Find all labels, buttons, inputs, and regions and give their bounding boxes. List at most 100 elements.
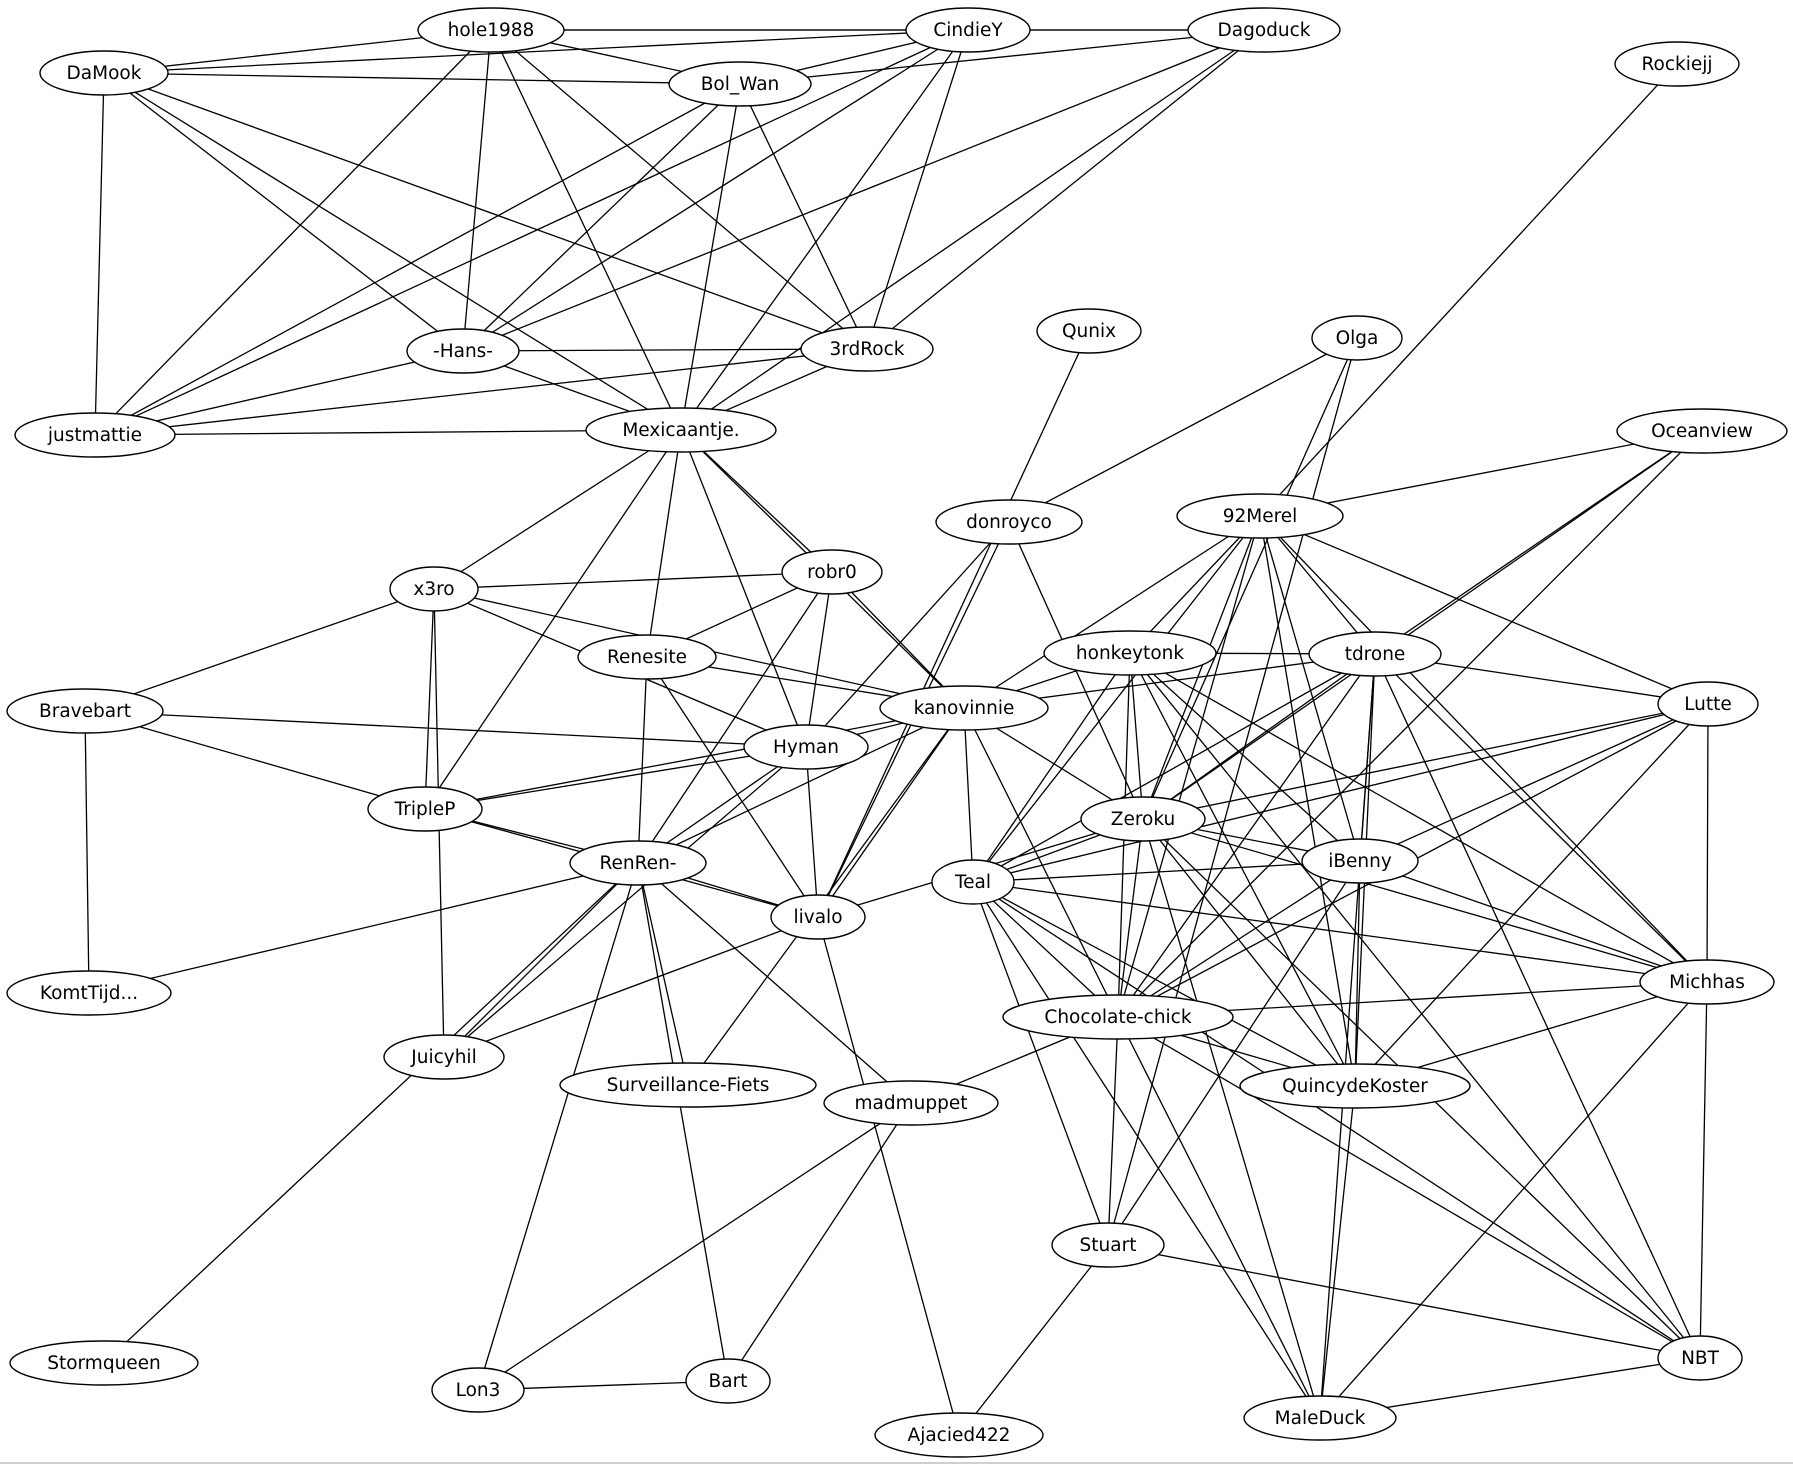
- node-michhas[interactable]: Michhas: [1639, 959, 1775, 1005]
- node-juicyhil[interactable]: Juicyhil: [383, 1034, 505, 1080]
- node-ellipse: [1002, 994, 1234, 1040]
- node-label: Zeroku: [1111, 809, 1175, 830]
- node-rockiejj[interactable]: Rockiejj: [1614, 41, 1740, 87]
- edge-zeroku-michhas: [1142, 818, 1708, 983]
- node-ellipse: [39, 50, 169, 96]
- node-ellipse: [743, 724, 869, 770]
- edge-cindiey-hans: [462, 29, 969, 352]
- edge-layer: [84, 29, 1709, 1436]
- node-honkeytonk[interactable]: honkeytonk: [1043, 630, 1217, 676]
- node-label: Dagoduck: [1218, 20, 1311, 41]
- edge-oceanview-zeroku: [1142, 430, 1703, 820]
- node-ellipse: [569, 840, 707, 886]
- node-robr0[interactable]: robr0: [781, 549, 883, 595]
- node-label: Surveillance-Fiets: [607, 1075, 770, 1096]
- edge-cindiey-damook: [103, 29, 969, 74]
- node-stuart[interactable]: Stuart: [1051, 1222, 1165, 1268]
- node-hyman[interactable]: Hyman: [743, 724, 869, 770]
- node-renren[interactable]: RenRen-: [569, 840, 707, 886]
- node-zeroku[interactable]: Zeroku: [1080, 796, 1206, 842]
- edge-mexicaantje-x3ro: [433, 429, 682, 590]
- node-hole1988[interactable]: hole1988: [417, 7, 565, 53]
- node-cindiey[interactable]: CindieY: [905, 7, 1031, 53]
- node-triplep[interactable]: TripleP: [367, 786, 483, 832]
- edge-hole1988-justmattie: [94, 29, 492, 436]
- edge-hyman-livalo: [805, 746, 819, 918]
- node-ellipse: [1036, 308, 1142, 354]
- node-qunix[interactable]: Qunix: [1036, 308, 1142, 354]
- edge-x3ro-triplep: [424, 588, 435, 810]
- node-label: Olga: [1336, 328, 1379, 349]
- node-bart[interactable]: Bart: [685, 1358, 771, 1404]
- edge-madmuppet-lon3: [477, 1102, 912, 1391]
- edge-michhas-maleduck: [1319, 981, 1708, 1419]
- node-surveillance-fiets[interactable]: Surveillance-Fiets: [559, 1062, 817, 1108]
- node-ellipse: [417, 7, 565, 53]
- edge-oceanview-92merel: [1259, 430, 1703, 517]
- node-label: CindieY: [933, 20, 1003, 41]
- node-ellipse: [14, 412, 176, 458]
- node-quincydekoster[interactable]: QuincydeKoster: [1239, 1063, 1471, 1109]
- edge-hyman-juicyhil: [443, 746, 807, 1058]
- edge-honkeytonk-michhas: [1129, 652, 1708, 983]
- edge-cindiey-3rdrock: [866, 29, 969, 350]
- node-lutte[interactable]: Lutte: [1657, 681, 1759, 727]
- edge-92merel-ibenny: [1259, 515, 1361, 862]
- edge-x3ro-bravebart: [84, 588, 435, 712]
- node-stormqueen[interactable]: Stormqueen: [9, 1340, 199, 1386]
- edge-tdrone-michhas: [1374, 653, 1708, 983]
- edge-zeroku-chocolate-chick: [1117, 818, 1144, 1018]
- node-ellipse: [1243, 1395, 1397, 1441]
- edge-dagoduck-3rdrock: [866, 29, 1265, 350]
- node-ajacied422[interactable]: Ajacied422: [874, 1412, 1044, 1458]
- node-ellipse: [823, 1080, 999, 1126]
- node-ibenny[interactable]: iBenny: [1301, 838, 1419, 884]
- node-hans[interactable]: -Hans-: [406, 328, 520, 374]
- node-renesite[interactable]: Renesite: [577, 634, 717, 680]
- node-chocolate-chick[interactable]: Chocolate-chick: [1002, 994, 1234, 1040]
- node-lon3[interactable]: Lon3: [431, 1367, 525, 1413]
- node-damook[interactable]: DaMook: [39, 50, 169, 96]
- edge-lutte-ibenny: [1359, 703, 1709, 862]
- node-donroyco[interactable]: donroyco: [935, 499, 1083, 545]
- edge-renren-surveillance-fiets: [637, 862, 689, 1086]
- edge-bravebart-komttijd: [84, 710, 90, 994]
- edge-bol-wan-hans: [462, 83, 741, 352]
- node-oceanview[interactable]: Oceanview: [1616, 408, 1788, 454]
- node-livalo[interactable]: livalo: [770, 894, 866, 940]
- node-tdrone[interactable]: tdrone: [1308, 631, 1442, 677]
- edge-bol-wan-3rdrock: [739, 83, 868, 350]
- edge-92merel-tdrone: [1259, 515, 1376, 655]
- node-kanovinnie[interactable]: kanovinnie: [879, 685, 1049, 731]
- node-ellipse: [781, 549, 883, 595]
- edge-olga-donroyco: [1008, 337, 1358, 523]
- node-komttijd[interactable]: KomtTijd...: [6, 970, 172, 1016]
- edge-renren-bart: [637, 862, 729, 1382]
- edge-olga-zeroku: [1142, 337, 1358, 820]
- node-bol-wan[interactable]: Bol_Wan: [668, 61, 812, 107]
- edge-hole1988-3rdrock: [490, 29, 868, 350]
- edge-stuart-nbt: [1107, 1244, 1701, 1359]
- node-label: QuincydeKoster: [1282, 1076, 1428, 1097]
- node-mexicaantje[interactable]: Mexicaantje.: [585, 407, 777, 453]
- node-olga[interactable]: Olga: [1311, 315, 1403, 361]
- node-madmuppet[interactable]: madmuppet: [823, 1080, 999, 1126]
- edge-robr0-renren: [637, 571, 833, 864]
- node-nbt[interactable]: NBT: [1657, 1335, 1743, 1381]
- node-3rdrock[interactable]: 3rdRock: [800, 326, 934, 372]
- edge-tdrone-chocolate-chick: [1117, 653, 1376, 1018]
- node-label: hole1988: [448, 20, 535, 41]
- edge-damook-3rdrock: [103, 72, 868, 350]
- edge-livalo-ajacied422: [817, 916, 960, 1436]
- node-maleduck[interactable]: MaleDuck: [1243, 1395, 1397, 1441]
- node-teal[interactable]: Teal: [931, 859, 1015, 905]
- node-label: robr0: [807, 562, 857, 583]
- node-x3ro[interactable]: x3ro: [389, 566, 479, 612]
- node-bravebart[interactable]: Bravebart: [6, 688, 164, 734]
- node-92merel[interactable]: 92Merel: [1176, 493, 1344, 539]
- node-ellipse: [770, 894, 866, 940]
- node-justmattie[interactable]: justmattie: [14, 412, 176, 458]
- node-ellipse: [6, 688, 164, 734]
- node-dagoduck[interactable]: Dagoduck: [1187, 7, 1341, 53]
- node-label: Chocolate-chick: [1044, 1007, 1191, 1028]
